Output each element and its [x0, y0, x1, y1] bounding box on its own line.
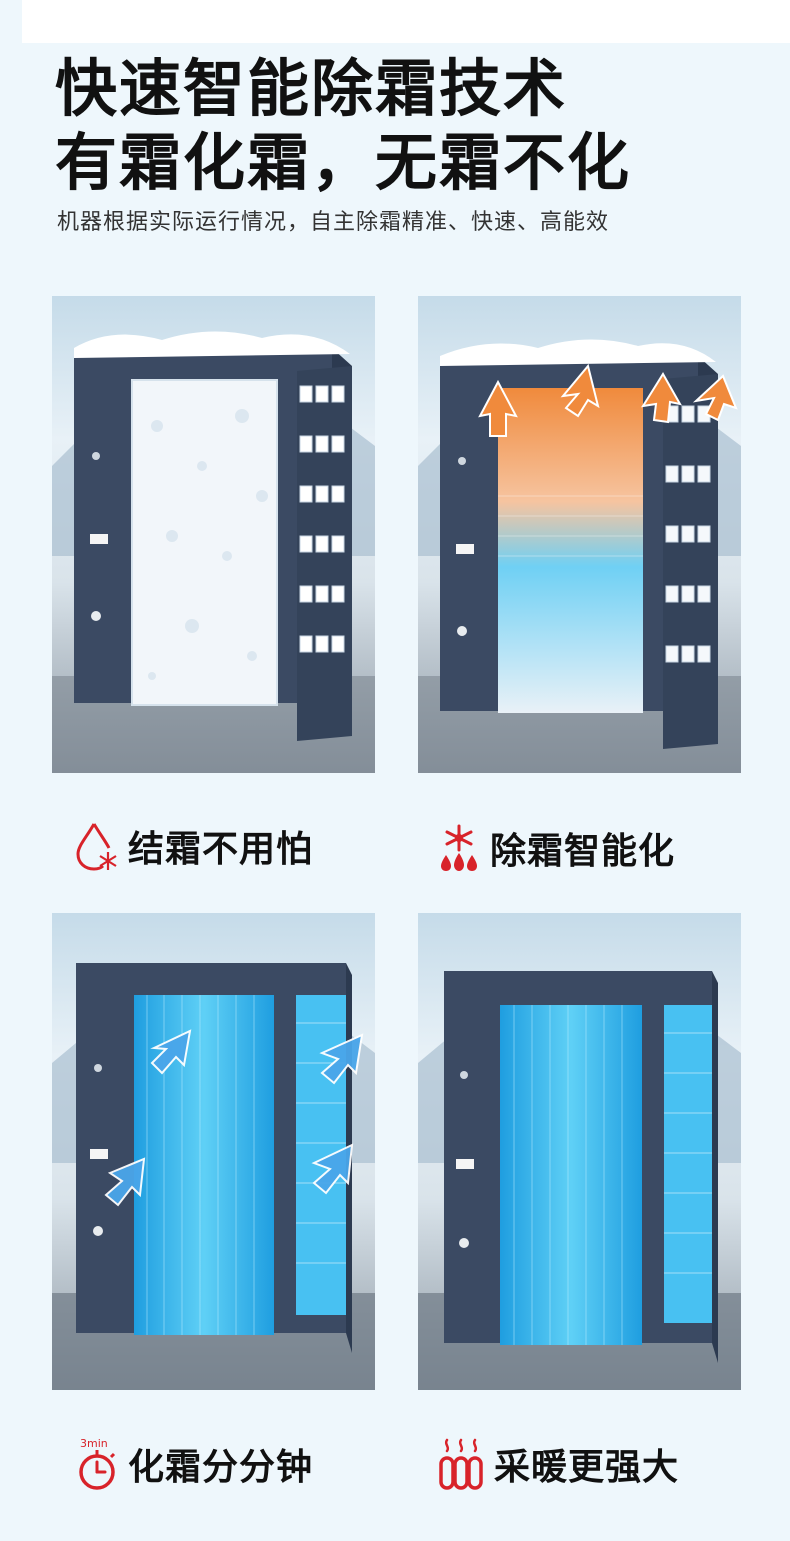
drop-snowflake-icon	[76, 823, 117, 871]
panel-clean-unit	[418, 913, 741, 1390]
panel-airflow-unit	[52, 913, 375, 1390]
feature-label: 采暖更强大	[494, 1447, 680, 1488]
top-white-strip	[22, 0, 790, 43]
feature-label: 除霜智能化	[490, 831, 676, 872]
feature-frost-no-fear: 结霜不用怕	[74, 820, 313, 872]
defrosting-heat-pump-illustration	[418, 339, 741, 773]
stopwatch-badge: 3min	[80, 1437, 108, 1450]
panel-defrosting-unit	[418, 296, 741, 773]
hero-title-line-1: 快速智能除霜技术	[55, 52, 568, 125]
feature-stronger-heating: 采暖更强大	[436, 1436, 679, 1492]
radiator-heat-icon	[439, 1438, 483, 1490]
feature-smart-defrost: 除霜智能化	[436, 822, 675, 874]
panel-frosted-unit	[52, 296, 375, 773]
feature-fast-defrost: 3min 化霜分分钟	[74, 1436, 313, 1492]
hero-title: 快速智能除霜技术 有霜化霜，无霜不化	[55, 52, 631, 200]
hero-title-line-2: 有霜化霜，无霜不化	[55, 126, 632, 199]
stopwatch-icon: 3min	[79, 1437, 116, 1490]
hero-subtitle: 机器根据实际运行情况，自主除霜精准、快速、高能效	[57, 210, 610, 235]
clean-heat-pump-illustration	[418, 971, 741, 1390]
frosted-heat-pump-illustration	[52, 331, 375, 773]
airflow-heat-pump-illustration	[52, 963, 375, 1390]
feature-label: 结霜不用怕	[128, 829, 314, 870]
feature-label: 化霜分分钟	[128, 1447, 314, 1488]
snowflake-drops-icon	[441, 824, 477, 871]
